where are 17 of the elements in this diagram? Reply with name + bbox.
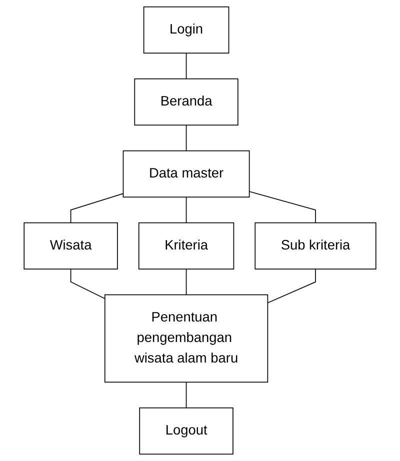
node-box: Logout [139, 407, 234, 455]
node-box: Sub kriteria [254, 222, 376, 270]
node-box: Data master [122, 150, 250, 198]
connector [267, 268, 316, 304]
node-box: Beranda [134, 78, 238, 126]
connector [186, 124, 187, 152]
connector [70, 193, 124, 224]
connector [186, 52, 187, 80]
connector [186, 382, 187, 408]
node-box: Login [143, 6, 230, 54]
node-box: Penentuan pengembangan wisata alam baru [104, 294, 268, 383]
connector [186, 196, 187, 224]
node-box: Wisata [24, 222, 118, 270]
node-box: Kriteria [138, 222, 234, 270]
connector [248, 191, 316, 224]
connector [70, 268, 106, 300]
connector [186, 268, 187, 296]
